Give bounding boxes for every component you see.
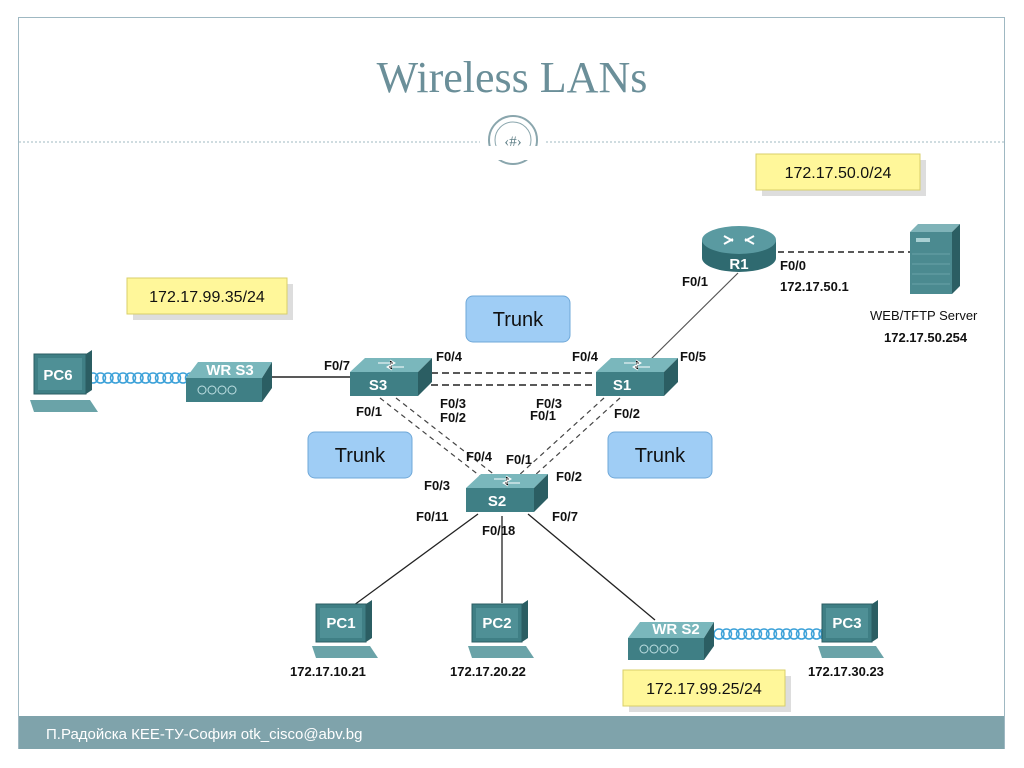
footer-bar — [19, 716, 1004, 749]
port-labels: F0/1 F0/0 172.17.50.1 F0/7 F0/4 F0/4 F0/… — [290, 258, 978, 679]
switch-s3: S3 — [350, 358, 432, 396]
svg-text:WR S3: WR S3 — [206, 362, 254, 379]
label-s2-f018: F0/18 — [482, 523, 515, 538]
label-pc3-ip: 172.17.30.23 — [808, 664, 884, 679]
page-number: ‹#› — [504, 134, 522, 150]
svg-text:Trunk: Trunk — [335, 445, 386, 467]
label-r1-f01: F0/1 — [682, 274, 708, 289]
switch-s1: S1 — [596, 358, 678, 396]
link-s1-s2-b — [533, 397, 621, 477]
label-s1-f05: F0/5 — [680, 349, 706, 364]
label-server-ip: 172.17.50.254 — [884, 330, 968, 345]
footer-text: П.Радойска КЕЕ-ТУ-София otk_cisco@abv.bg — [46, 726, 363, 743]
link-s3-s2-a — [379, 397, 481, 477]
label-server-name: WEB/TFTP Server — [870, 308, 978, 323]
label-r1-f00: F0/0 — [780, 258, 806, 273]
pc-pc3: PC3 — [818, 600, 884, 658]
router-r1: R1 — [702, 226, 776, 273]
label-pc1-ip: 172.17.10.21 — [290, 664, 366, 679]
svg-text:Trunk: Trunk — [493, 309, 544, 331]
svg-text:S2: S2 — [488, 493, 506, 510]
svg-text:PC1: PC1 — [326, 615, 355, 632]
label-s3-f04: F0/4 — [436, 349, 463, 364]
link-s3-s2-b — [395, 397, 497, 477]
pc-pc1: PC1 — [312, 600, 378, 658]
label-s1-f01: F0/1 — [530, 408, 556, 423]
svg-text:172.17.99.25/24: 172.17.99.25/24 — [646, 681, 762, 698]
label-s3-f07: F0/7 — [324, 358, 350, 373]
label-s1-f04: F0/4 — [572, 349, 599, 364]
svg-text:PC3: PC3 — [832, 615, 861, 632]
label-s3-f02: F0/2 — [440, 410, 466, 425]
label-r1-ip: 172.17.50.1 — [780, 279, 849, 294]
label-s2-f07: F0/7 — [552, 509, 578, 524]
trunk-label-top: Trunk — [465, 295, 571, 343]
links — [263, 251, 910, 621]
label-s3-f03: F0/3 — [440, 396, 466, 411]
svg-text:172.17.99.35/24: 172.17.99.35/24 — [149, 289, 265, 306]
link-r1-s1 — [647, 272, 739, 363]
note-172-17-99-35: 172.17.99.35/24 — [126, 277, 293, 320]
link-s2-pc1 — [349, 513, 479, 609]
link-s1-s2-a — [517, 397, 605, 477]
note-172-17-50-0: 172.17.50.0/24 — [755, 153, 926, 196]
label-s2-f03: F0/3 — [424, 478, 450, 493]
server-icon — [910, 224, 960, 294]
svg-text:172.17.50.0/24: 172.17.50.0/24 — [785, 165, 892, 182]
svg-text:S3: S3 — [369, 377, 387, 394]
wireless-router-wrs3: WR S3 — [186, 362, 272, 402]
label-s2-f04: F0/4 — [466, 449, 493, 464]
pc-pc6: PC6 — [30, 350, 98, 412]
label-pc2-ip: 172.17.20.22 — [450, 664, 526, 679]
trunk-label-right: Trunk — [607, 431, 713, 479]
label-s3-f01: F0/1 — [356, 404, 382, 419]
svg-text:S1: S1 — [613, 377, 631, 394]
pc-pc2: PC2 — [468, 600, 534, 658]
svg-text:Trunk: Trunk — [635, 445, 686, 467]
svg-text:PC6: PC6 — [43, 367, 72, 384]
label-s2-f02: F0/2 — [556, 469, 582, 484]
wireless-link-pc6 — [87, 372, 197, 384]
switch-s2: S2 — [466, 474, 548, 512]
label-s2-f01: F0/1 — [506, 452, 532, 467]
wireless-router-wrs2: WR S2 — [628, 621, 714, 660]
slide-title: Wireless LANs — [376, 53, 648, 102]
note-172-17-99-25: 172.17.99.25/24 — [622, 669, 791, 712]
wireless-link-pc3 — [713, 628, 830, 640]
label-s1-f03: F0/3 — [536, 396, 562, 411]
label-s2-f011: F0/11 — [416, 509, 449, 524]
page-number-badge: ‹#› — [484, 115, 542, 165]
trunk-label-left: Trunk — [307, 431, 413, 479]
svg-text:WR S2: WR S2 — [652, 621, 700, 638]
link-s2-wrs2 — [527, 513, 656, 621]
label-s1-f02: F0/2 — [614, 406, 640, 421]
svg-text:PC2: PC2 — [482, 615, 511, 632]
svg-text:R1: R1 — [729, 256, 748, 273]
